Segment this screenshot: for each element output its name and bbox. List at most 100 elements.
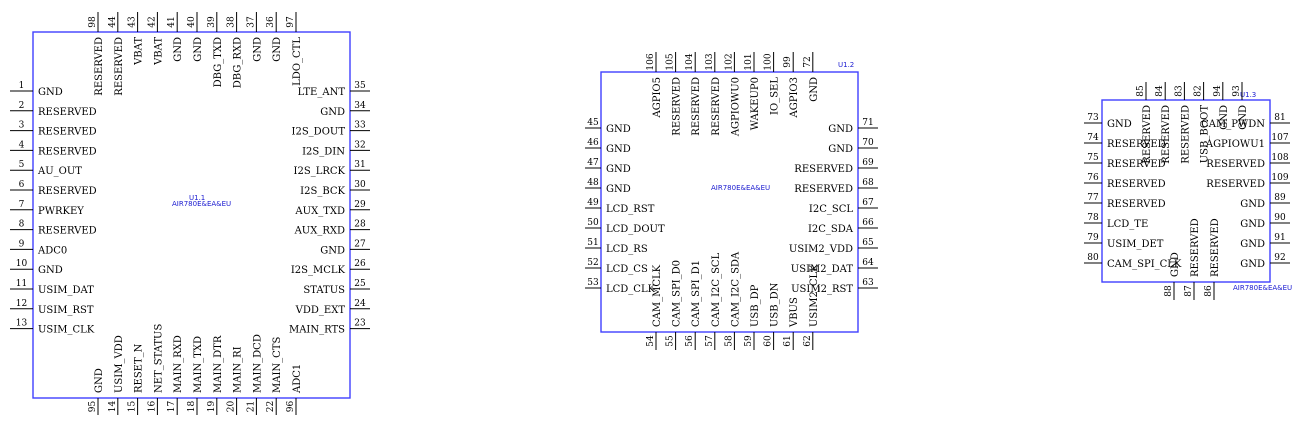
pin-label: GND (828, 144, 853, 155)
pin-label: RESERVED (114, 37, 125, 96)
pin-label: GND (1240, 199, 1265, 210)
component-u1-3: U1.3 AIR780E&EA&EU 73GND74RESERVED75RESE… (1084, 82, 1292, 300)
pin-number: 38 (227, 16, 237, 28)
pin-label: GND (1170, 252, 1181, 277)
pin-number: 34 (354, 101, 366, 111)
ref-designator: U1.2 (838, 61, 854, 69)
pin-label: RESERVED (1206, 159, 1265, 170)
pin-number: 109 (1271, 173, 1288, 183)
pin-label: LCD_CLK (606, 284, 656, 295)
pin-label: USIM2_CLK (809, 264, 820, 327)
pin-label: CAM_SPI_CLK (1107, 259, 1182, 270)
pin-number: 99 (783, 56, 793, 68)
pin-number: 58 (724, 335, 734, 347)
pin-number: 72 (803, 56, 813, 67)
pin-number: 73 (1087, 113, 1099, 123)
pin-number: 10 (16, 259, 28, 269)
pin-number: 18 (187, 401, 197, 413)
pin-label: I2S_DIN (302, 146, 345, 157)
pin-number: 20 (227, 401, 237, 413)
pin-number: 70 (862, 138, 874, 148)
pin-label: MAIN_TXD (193, 336, 204, 393)
pin-label: RESERVED (691, 77, 702, 136)
pin-label: RESERVED (94, 37, 105, 96)
component-body (32, 31, 351, 399)
pin-label: VDD_EXT (295, 305, 346, 316)
pin-label: GND (606, 124, 631, 135)
pin-number: 41 (167, 16, 177, 27)
pin-label: GND (809, 77, 820, 102)
pin-number: 44 (108, 16, 118, 28)
pin-label: USB_DP (750, 284, 761, 327)
pin-label: RESERVED (794, 184, 853, 195)
pin-label: CAM_I2C_SCL (711, 252, 722, 327)
pin-label: VBAT (153, 37, 164, 66)
pin-number: 107 (1271, 133, 1288, 143)
pin-number: 42 (147, 16, 157, 27)
pin-number: 63 (862, 278, 874, 288)
pin-label: STATUS (303, 285, 345, 296)
pin-label: RESERVED (1206, 179, 1265, 190)
pin-label: RESERVED (1107, 159, 1166, 170)
pin-number: 77 (1087, 193, 1099, 203)
pin-label: ADC0 (37, 245, 67, 256)
pin-label: RESERVED (38, 107, 97, 118)
pin-label: GND (606, 144, 631, 155)
pin-number: 6 (19, 180, 25, 190)
pin-number: 24 (354, 299, 366, 309)
pin-label: AU_OUT (37, 166, 82, 177)
pin-number: 65 (862, 238, 874, 248)
pin-label: AUX_RXD (294, 226, 345, 237)
pin-number: 9 (19, 239, 25, 249)
pin-label: DBG_TXD (213, 37, 224, 87)
pin-number: 50 (587, 218, 599, 228)
pin-label: GND (320, 107, 345, 118)
pin-number: 57 (705, 335, 715, 347)
pin-label: ADC1 (292, 364, 303, 394)
pin-label: LTE_ANT (298, 87, 346, 98)
pin-number: 1 (19, 81, 25, 91)
pin-number: 11 (16, 279, 27, 289)
pin-label: MAIN_RI (233, 346, 244, 393)
pin-label: I2S_LRCK (294, 166, 346, 177)
pin-label: NET_STATUS (153, 324, 164, 393)
pin-number: 103 (705, 53, 715, 70)
pin-label: MAIN_RXD (173, 335, 184, 393)
pin-label: GND (1238, 105, 1249, 130)
pin-label: LDO_CTL (292, 37, 303, 86)
pin-label: USIM_VDD (114, 335, 125, 393)
pin-number: 39 (207, 16, 217, 28)
component-body (1101, 99, 1271, 283)
part-name: AIR780E&EA&EU (711, 184, 770, 192)
pin-number: 54 (646, 335, 656, 347)
pin-label: USIM2_VDD (789, 244, 853, 255)
pin-number: 85 (1136, 85, 1146, 97)
pin-number: 102 (724, 53, 734, 70)
pin-label: GND (94, 368, 105, 393)
pin-number: 108 (1271, 153, 1288, 163)
pin-number: 101 (744, 53, 754, 70)
pin-label: USIM_DET (1107, 239, 1164, 250)
pin-number: 97 (286, 16, 296, 28)
pin-label: USIM2_DAT (791, 264, 854, 275)
pin-label: AGPIO5 (652, 77, 663, 118)
pin-number: 68 (862, 178, 874, 188)
pin-number: 98 (88, 16, 98, 28)
pin-label: RESERVED (1107, 139, 1166, 150)
pin-label: VBUS (789, 297, 800, 328)
pin-label: RESERVED (1107, 179, 1166, 190)
pin-label: USIM_DAT (38, 285, 94, 296)
pin-label: MAIN_DCD (252, 334, 263, 393)
component-u1-1: U1.1 AIR780E&EA&EU 1GND2RESERVED3RESERVE… (10, 12, 370, 415)
pin-number: 23 (354, 319, 366, 329)
pin-label: GND (252, 37, 263, 62)
pin-number: 81 (1274, 113, 1285, 123)
pin-number: 26 (354, 259, 366, 269)
pin-label: RESERVED (1107, 199, 1166, 210)
pin-label: MAIN_DTR (213, 335, 224, 393)
pin-label: GND (1107, 119, 1132, 130)
pin-number: 82 (1194, 85, 1204, 96)
pin-label: GND (38, 265, 63, 276)
pin-label: RESERVED (672, 77, 683, 136)
